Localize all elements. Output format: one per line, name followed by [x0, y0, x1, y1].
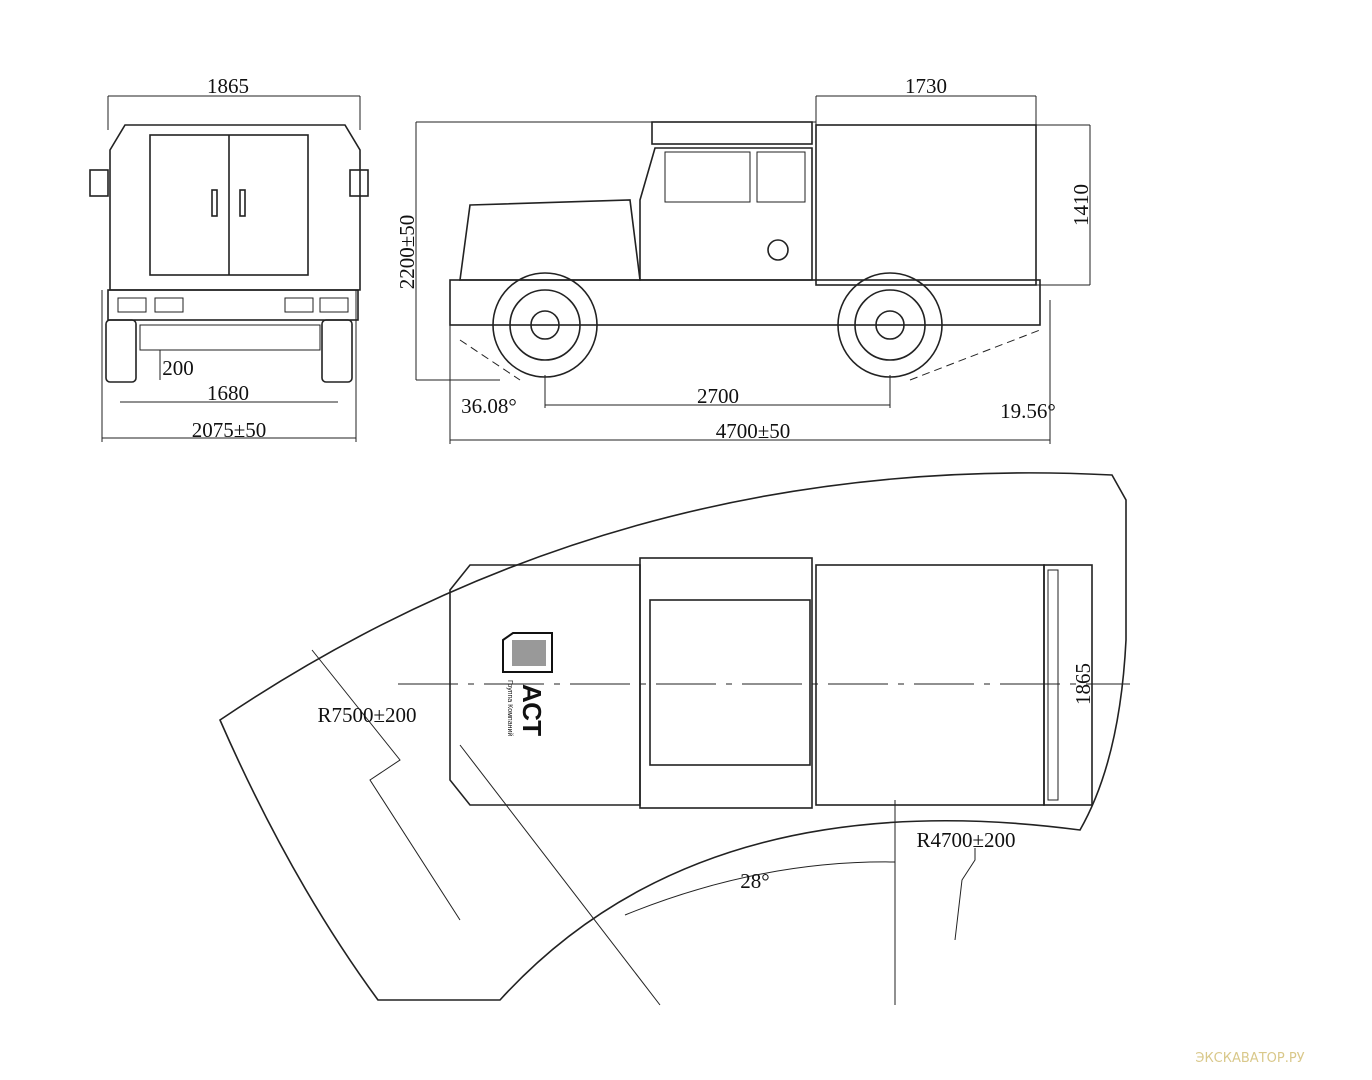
outer-radius-label: R7500±200: [317, 703, 416, 727]
wheelbase-label: 2700: [697, 384, 739, 408]
top-view: R7500±200 1865 R4700±200 28° АСТ Группа …: [218, 472, 1130, 1006]
rear-track-label: 1680: [207, 381, 249, 405]
watermark-text: ЭКСКАВАТОР.РУ: [1195, 1051, 1304, 1066]
logo-text: АСТ: [517, 684, 547, 736]
side-body-length-label: 1730: [905, 74, 947, 98]
side-overall-height-label: 2200±50: [395, 215, 419, 290]
approach-angle-label: 36.08°: [461, 394, 517, 418]
rear-width-top-label: 1865: [207, 74, 249, 98]
inner-radius-label: R4700±200: [916, 828, 1015, 852]
top-width-label: 1865: [1071, 663, 1095, 705]
departure-angle-label: 19.56°: [1000, 399, 1056, 423]
turning-angle-label: 28°: [740, 869, 769, 893]
rear-view: 1865 200 1680 2075±50: [89, 74, 369, 442]
rear-offset-label: 200: [162, 356, 194, 380]
side-body-height-label: 1410: [1069, 184, 1093, 226]
overall-length-label: 4700±50: [716, 419, 791, 443]
side-view: 1730 2200±50 1410 36.08° 2700 19.56° 470…: [395, 74, 1093, 444]
rear-overall-width-label: 2075±50: [192, 418, 267, 442]
company-logo: АСТ Группа Компаний: [502, 632, 553, 736]
logo-subtext: Группа Компаний: [506, 680, 514, 736]
